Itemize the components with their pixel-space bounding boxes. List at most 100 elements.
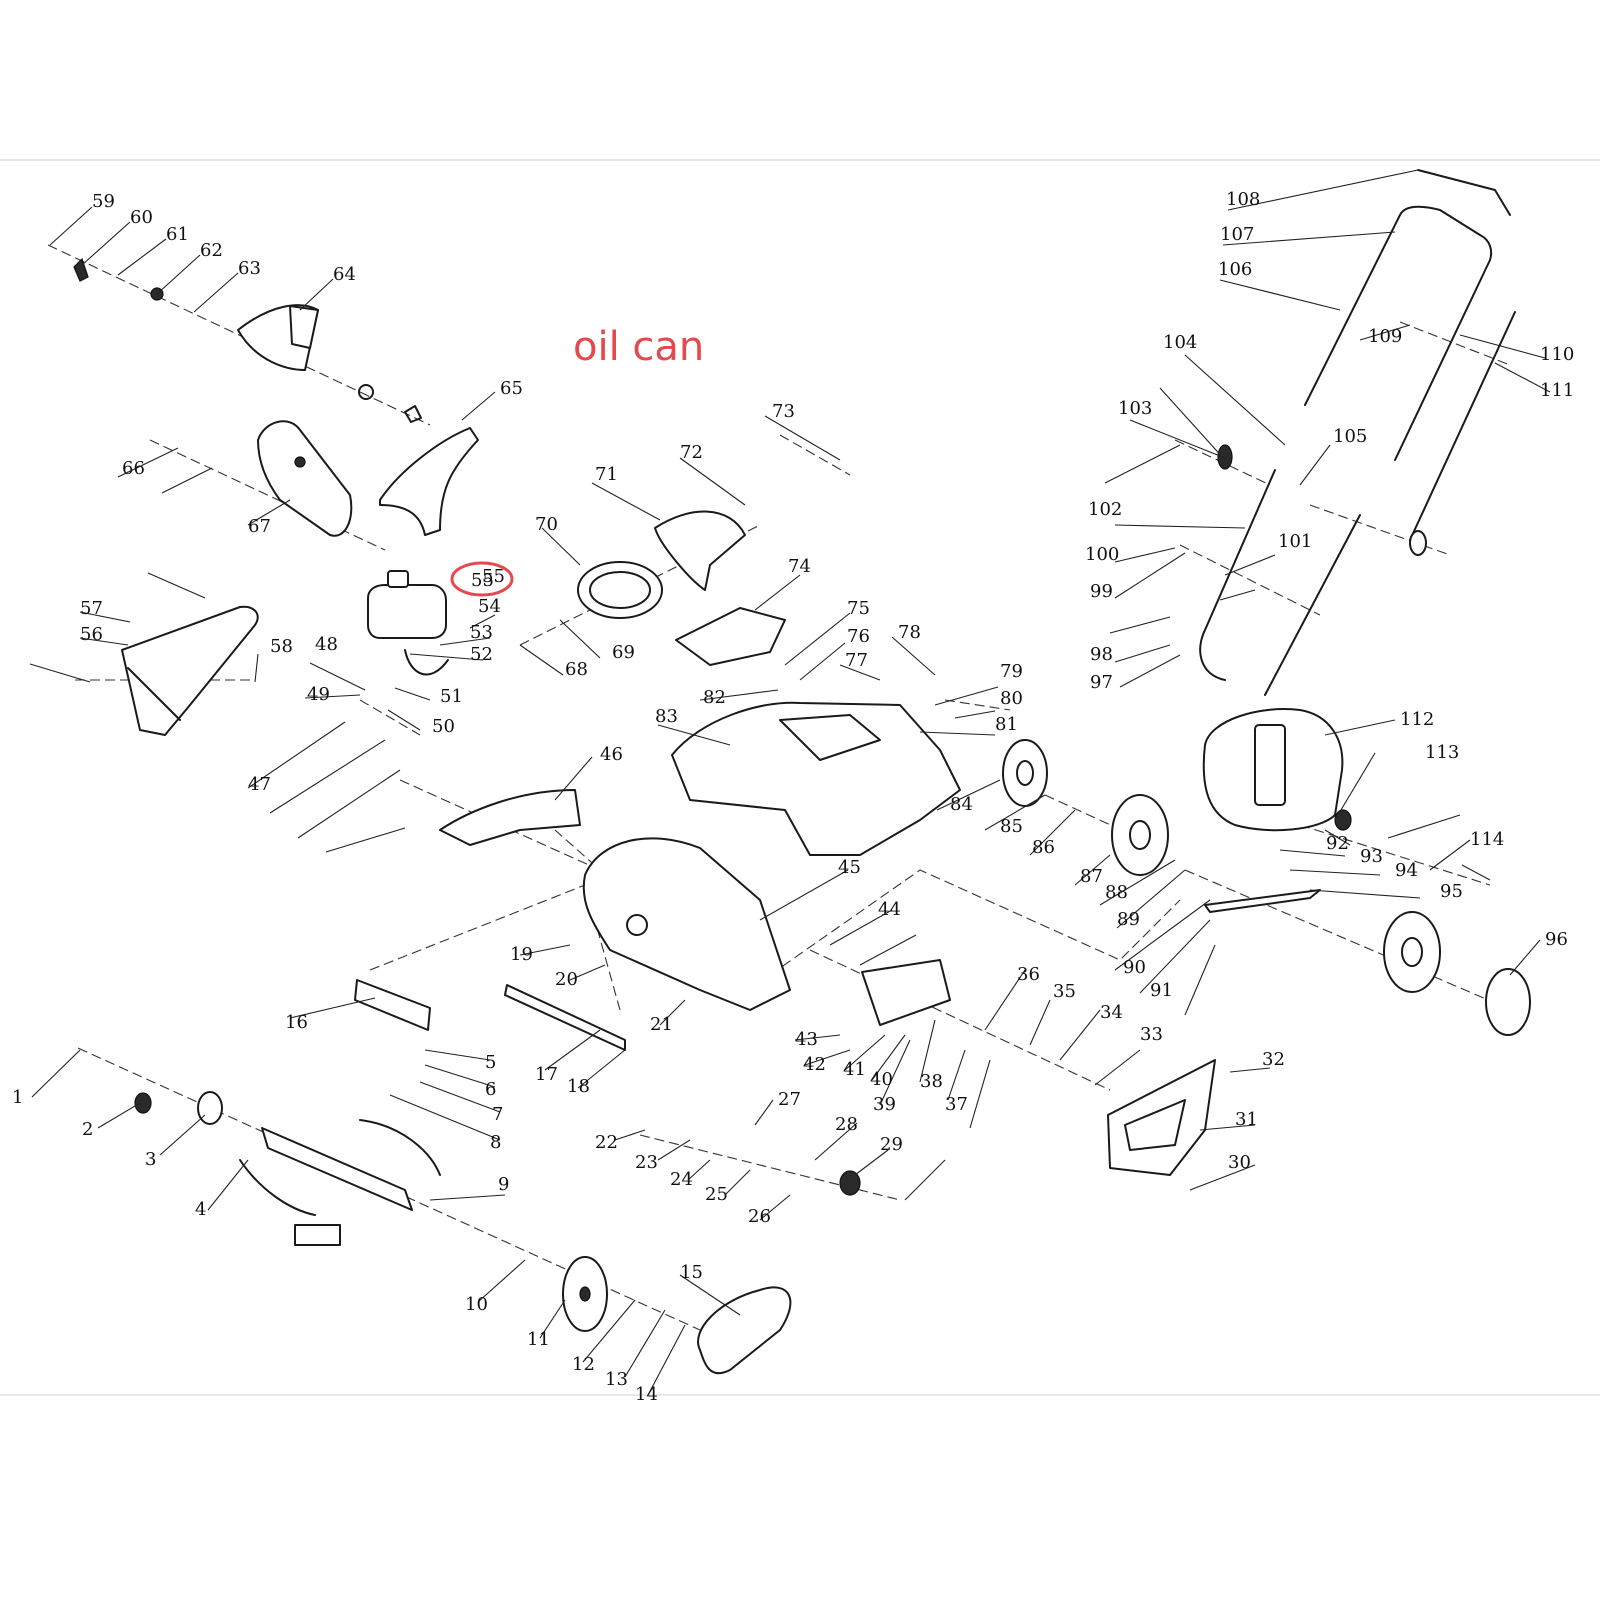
part-label: 75 (847, 598, 870, 619)
highlight-circle-55 (450, 561, 514, 597)
part-label: 85 (1000, 816, 1023, 837)
part-label: 97 (1090, 672, 1113, 693)
part-label: 37 (945, 1094, 968, 1115)
part-label: 65 (500, 378, 523, 399)
part-label: 8 (490, 1132, 501, 1153)
part-label: 79 (1000, 661, 1023, 682)
chute-bracket-65 (379, 427, 479, 536)
tire-right (1383, 911, 1441, 993)
part-label: 22 (595, 1132, 618, 1153)
axle-frame-90 (1204, 889, 1321, 913)
oil-can-55 (367, 570, 449, 676)
part-label: 13 (605, 1369, 628, 1390)
part-label: 52 (470, 644, 493, 665)
part-label: 110 (1540, 344, 1574, 365)
part-label: 71 (595, 464, 618, 485)
part-label: 44 (878, 899, 901, 920)
part-label: 1 (12, 1087, 23, 1108)
side-cover-56 (121, 605, 259, 736)
part-label: 19 (510, 944, 533, 965)
part-label: 54 (478, 596, 501, 617)
part-label: 28 (835, 1114, 858, 1135)
auger-9 (239, 1119, 441, 1246)
bracket-46 (439, 789, 581, 846)
part-label: 80 (1000, 688, 1023, 709)
part-label: 12 (572, 1354, 595, 1375)
part-label: 100 (1085, 544, 1119, 565)
cable-110 (1409, 311, 1516, 556)
part-label: 92 (1326, 833, 1349, 854)
part-label: 53 (470, 622, 493, 643)
plate-39 (861, 959, 951, 1026)
part-label: 7 (492, 1104, 503, 1125)
part-label: 101 (1278, 531, 1312, 552)
part-label: 31 (1235, 1109, 1258, 1130)
part-label: 27 (778, 1089, 801, 1110)
part-label: 41 (843, 1059, 866, 1080)
wheel-85 (1002, 739, 1048, 807)
part-label: 51 (440, 686, 463, 707)
part-label: 21 (650, 1014, 673, 1035)
part-label: 90 (1123, 957, 1146, 978)
part-label: 2 (82, 1119, 93, 1140)
part-label: 26 (748, 1206, 771, 1227)
part-label: 30 (1228, 1152, 1251, 1173)
part-label: 89 (1117, 909, 1140, 930)
part-label: 48 (315, 634, 338, 655)
part-label: 94 (1395, 860, 1418, 881)
part-label: 81 (995, 714, 1018, 735)
part-label: 106 (1218, 259, 1252, 280)
part-label: 43 (795, 1029, 818, 1050)
part-label: 86 (1032, 837, 1055, 858)
plate-16 (354, 979, 431, 1031)
part-label: 5 (485, 1052, 496, 1073)
part-label: 93 (1360, 846, 1383, 867)
part-label: 69 (612, 642, 635, 663)
part-label: 46 (600, 744, 623, 765)
part-label: 33 (1140, 1024, 1163, 1045)
part-label: 77 (845, 650, 868, 671)
annotation-note: oil can (573, 324, 704, 370)
part-label: 45 (838, 857, 861, 878)
chute-67 (257, 420, 353, 537)
part-label: 64 (333, 264, 356, 285)
leader-lines (29, 169, 1551, 1396)
part-label: 74 (788, 556, 811, 577)
part-label: 16 (285, 1012, 308, 1033)
knob-103 (1217, 444, 1233, 470)
part-label: 105 (1333, 426, 1367, 447)
part-label: 109 (1368, 326, 1402, 347)
part-label: 24 (670, 1169, 693, 1190)
side-cover-31 (1107, 1059, 1216, 1176)
part-label: 6 (485, 1079, 496, 1100)
highlighted-part-label: 55 (471, 570, 494, 591)
part-label: 23 (635, 1152, 658, 1173)
belt-15 (697, 1286, 792, 1375)
part-label: 70 (535, 514, 558, 535)
part-label: 3 (145, 1149, 156, 1170)
part-label: 25 (705, 1184, 728, 1205)
part-label: 72 (680, 442, 703, 463)
part-label: 96 (1545, 929, 1568, 950)
scraper-17 (504, 984, 626, 1051)
tire-87 (1111, 794, 1169, 876)
chute-deflector-64 (73, 257, 422, 423)
gear-29 (839, 1170, 861, 1196)
part-label: 11 (527, 1329, 550, 1350)
part-label: 55 (482, 566, 505, 587)
cover-74 (675, 607, 786, 666)
part-label: 87 (1080, 866, 1103, 887)
part-label: 76 (847, 626, 870, 647)
part-label: 56 (80, 624, 103, 645)
bearing-2 (134, 1092, 152, 1114)
part-label: 98 (1090, 644, 1113, 665)
part-label: 84 (950, 794, 973, 815)
part-label: 73 (772, 401, 795, 422)
part-label: 29 (880, 1134, 903, 1155)
wheel-96 (1485, 968, 1531, 1036)
part-label: 82 (703, 687, 726, 708)
part-label: 61 (166, 224, 189, 245)
part-label: 35 (1053, 981, 1076, 1002)
part-label: 111 (1540, 380, 1574, 401)
